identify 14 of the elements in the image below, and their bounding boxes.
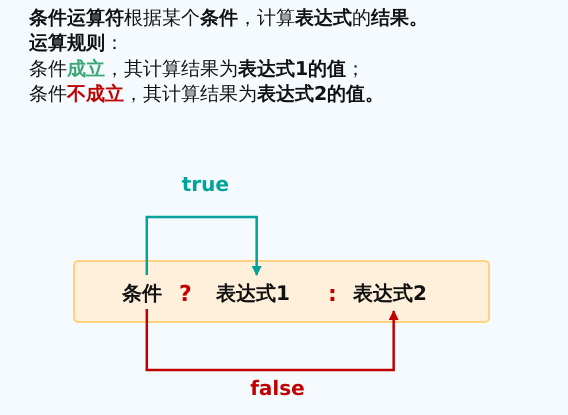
question-mark: ? [179,283,192,307]
expression-term: 表达式2 [353,281,427,305]
rule-text: 条件成立，其计算结果为表达式1的值； [29,57,366,81]
arrow [146,309,399,372]
expression-panel [73,260,490,323]
edge-label: true [182,173,229,195]
colon-symbol: : [328,283,337,307]
rule-text: 条件运算符根据某个条件，计算表达式的结果。 [29,6,428,30]
arrow [146,216,262,276]
rule-text: 条件不成立，其计算结果为表达式2的值。 [29,82,384,106]
expression-term: 条件 [122,281,162,305]
edge-label: false [250,377,305,399]
rule-text: 运算规则： [29,31,124,55]
expression-term: 表达式1 [216,281,290,305]
